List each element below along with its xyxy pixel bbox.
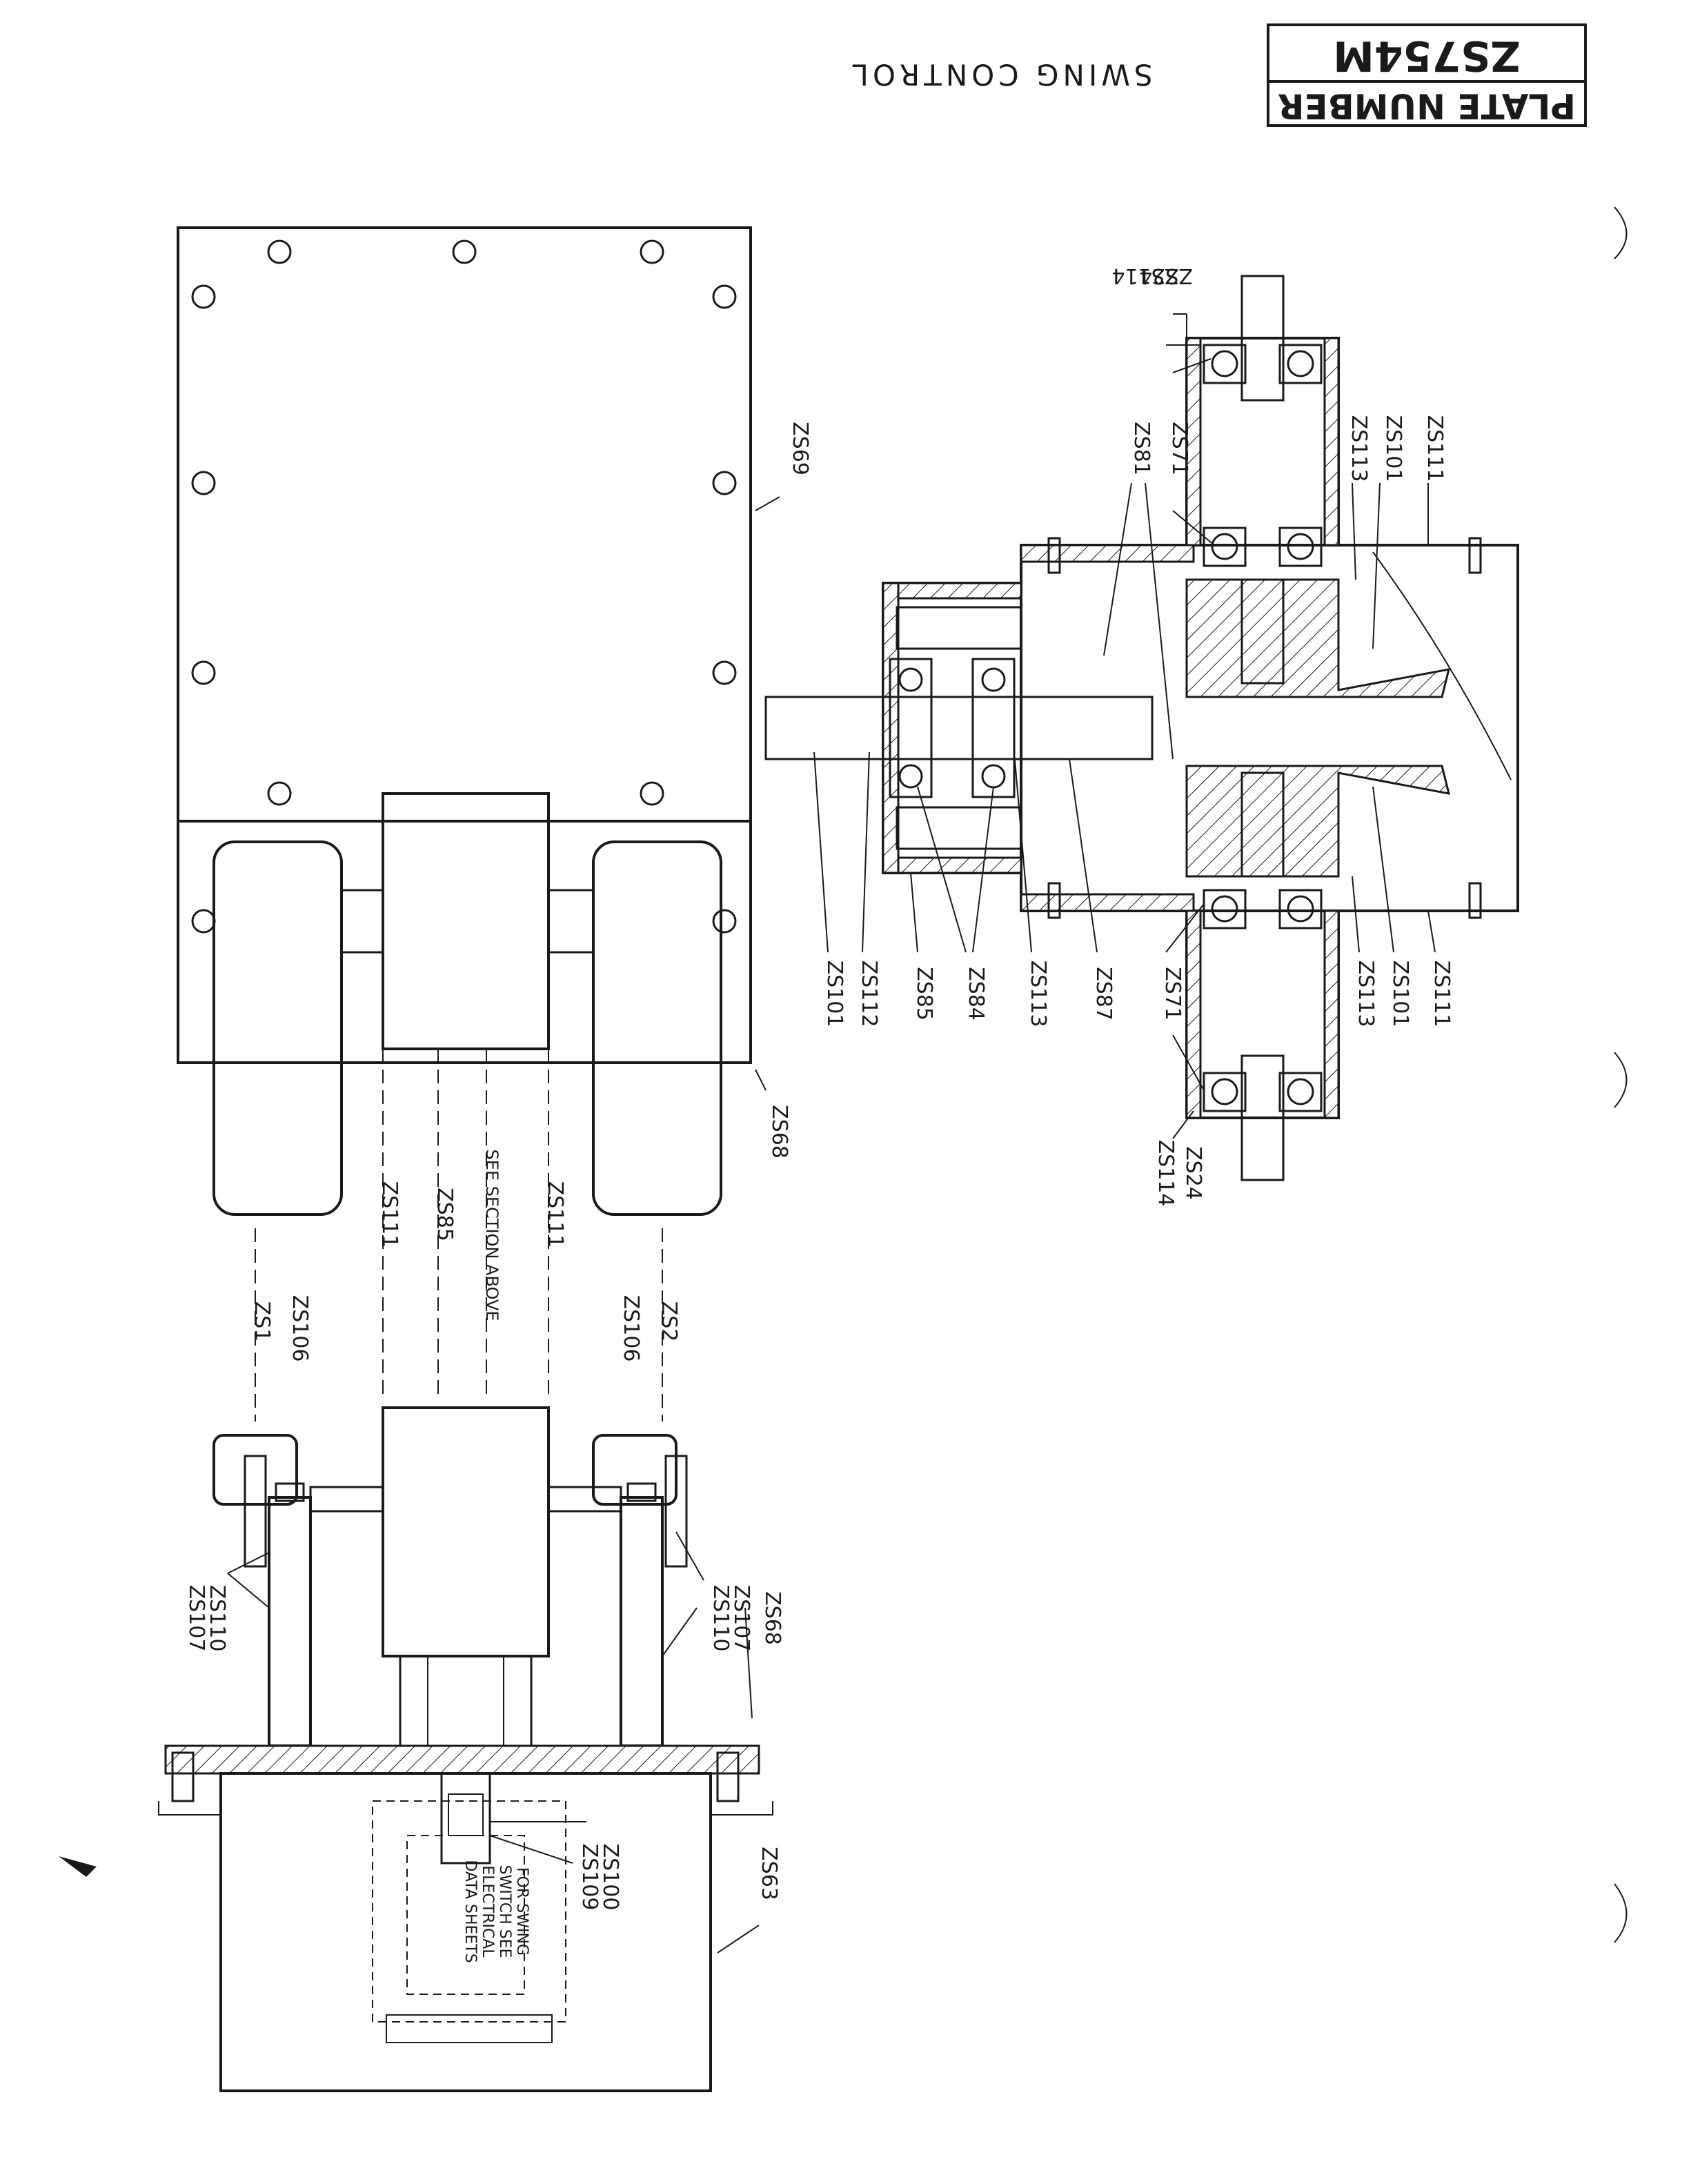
label-zs106-right: ZS106 — [619, 1295, 643, 1362]
label-zs100: ZS100 — [598, 1844, 622, 1911]
label-zs110-right: ZS110 — [709, 1585, 733, 1652]
label-zs112-b: ZS112 — [857, 961, 881, 1027]
bearing-bottom-2 — [1203, 1072, 1323, 1112]
label-zs2: ZS2 — [657, 1301, 681, 1342]
label-zs101-top: ZS101 — [1381, 415, 1405, 482]
svg-text:ELECTRICAL: ELECTRICAL — [479, 1865, 496, 1958]
label-zs71-top: ZS71 — [1167, 422, 1191, 475]
plan-callout-lines — [255, 1049, 663, 1421]
section-leaders-top — [1103, 313, 1429, 760]
svg-text:DATA SHEETS: DATA SHEETS — [462, 1860, 479, 1962]
section-leaders-bottom — [813, 751, 1436, 1139]
label-zs85-plan: ZS85 — [433, 1188, 457, 1241]
plan-view: ZS69 ZS68 SEE SECTION ABOVE ZS111 ZS85 Z… — [177, 226, 812, 1421]
plate-number-value: ZS754M — [1333, 31, 1521, 79]
label-zs111-plan-1: ZS111 — [377, 1181, 402, 1248]
title-block: ZS754M PLATE NUMBER — [1267, 23, 1587, 127]
label-zs111-plan-2: ZS111 — [543, 1181, 567, 1248]
label-zs24-top: ZS24 — [1139, 264, 1193, 288]
label-zs101-b1: ZS101 — [822, 961, 847, 1027]
label-zs63: ZS63 — [757, 1847, 781, 1900]
label-zs109: ZS109 — [577, 1844, 602, 1911]
label-zs113-top: ZS113 — [1347, 415, 1371, 482]
side-view: ZS110 ZS107 ZS68 ZS107 ZS110 ZS63 ZS100 … — [158, 1406, 784, 2092]
label-zs68-plan: ZS68 — [767, 1105, 791, 1159]
section-view: ZS24 ZS114 ZS71 ZS81 ZS113 ZS101 ZS111 Z… — [764, 264, 1519, 1207]
label-zs101-b2: ZS101 — [1388, 961, 1412, 1027]
label-zs114-b: ZS114 — [1154, 1140, 1178, 1207]
ink-blot — [59, 1856, 97, 1877]
label-zs84-b: ZS84 — [964, 967, 988, 1021]
label-zs87-b: ZS87 — [1091, 967, 1116, 1021]
side-leaders — [227, 1531, 760, 1954]
label-zs68-side: ZS68 — [760, 1591, 784, 1645]
bearing-top-1 — [1203, 344, 1323, 384]
svg-text:FOR SWING: FOR SWING — [513, 1867, 531, 1956]
label-zs81-top: ZS81 — [1129, 422, 1154, 475]
hex-bolts — [191, 239, 737, 934]
margin-marks — [59, 206, 1628, 1943]
label-zs113-b1: ZS113 — [1026, 961, 1050, 1027]
label-zs114-top: ZS114 — [1112, 264, 1179, 288]
label-zs111-top: ZS111 — [1423, 415, 1447, 482]
switch-note: FOR SWING SWITCH SEE ELECTRICAL DATA SHE… — [462, 1860, 531, 1962]
label-zs110-left: ZS110 — [205, 1585, 229, 1652]
label-zs107-left: ZS107 — [184, 1585, 208, 1652]
label-zs69: ZS69 — [788, 422, 812, 475]
bearing-bottom-1 — [1203, 889, 1323, 929]
label-zs113-b2: ZS113 — [1354, 961, 1378, 1027]
label-zs71-b: ZS71 — [1160, 967, 1185, 1021]
drawing-title: SWING CONTROL — [849, 58, 1153, 92]
see-section-note: SEE SECTION ABOVE — [482, 1149, 502, 1321]
svg-text:SWITCH SEE: SWITCH SEE — [496, 1865, 513, 1958]
label-zs106-left: ZS106 — [288, 1295, 312, 1362]
plate-number-label: PLATE NUMBER — [1278, 86, 1576, 126]
label-zs24-b: ZS24 — [1181, 1146, 1205, 1200]
label-zs85-b: ZS85 — [912, 967, 936, 1021]
bearing-top-2 — [1203, 527, 1323, 567]
label-zs107-right: ZS107 — [729, 1585, 753, 1652]
label-zs1: ZS1 — [250, 1301, 274, 1342]
main-shaft-bearings — [889, 658, 1016, 798]
label-zs111-b: ZS111 — [1430, 961, 1454, 1027]
